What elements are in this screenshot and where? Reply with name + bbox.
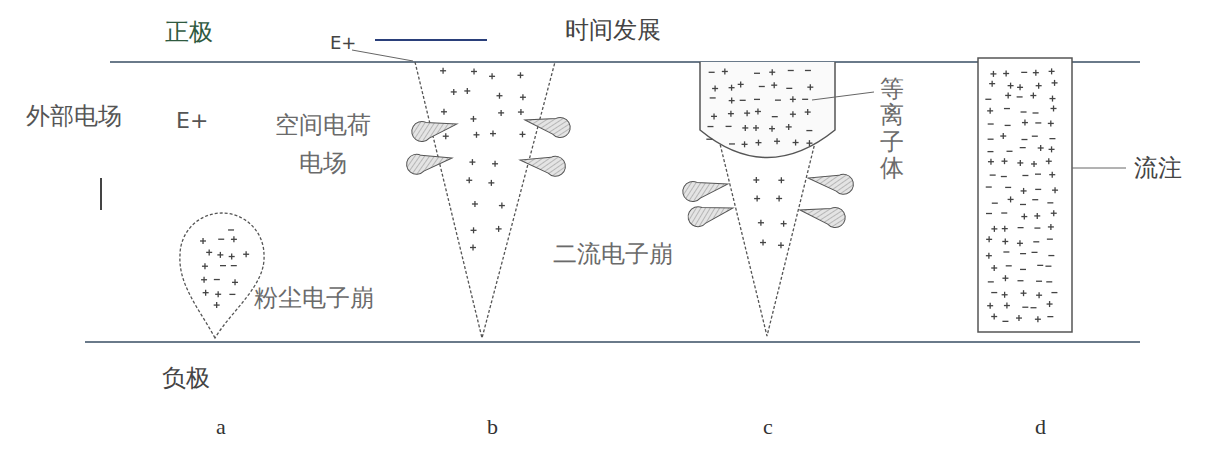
leader-line (1072, 168, 1126, 169)
secondary-avalanche (410, 114, 459, 143)
panel-letter: d (1035, 414, 1046, 440)
plasma-label: 等离子体 (880, 76, 904, 182)
leader-line (812, 92, 874, 100)
panel-letter: a (216, 414, 226, 440)
avalanche-cone (700, 62, 835, 336)
negative-electrode (85, 341, 1140, 343)
field-label: 外部电场 (26, 102, 122, 131)
secondary-avalanche (518, 150, 567, 178)
leader-line (352, 50, 413, 61)
avalanche-label: 粉尘电子崩 (254, 284, 374, 313)
panel-letter: c (763, 414, 773, 440)
plasma-region (700, 62, 835, 158)
charge-label: E+ (176, 108, 208, 134)
initial-avalanche (180, 213, 264, 338)
avalanche-cone (415, 62, 555, 338)
charge-label: E+ (330, 32, 356, 54)
axis-label: 时间发展 (565, 16, 661, 45)
electrode-label: 正极 (165, 18, 213, 47)
secondary-avalanche (523, 110, 572, 139)
streamer-label: 流注 (1134, 154, 1182, 183)
time-line (375, 39, 487, 41)
secondary-avalanche (681, 174, 730, 203)
field-label: 空间电荷 电场 (268, 106, 378, 183)
field-arrow (100, 178, 102, 210)
electrode-label: 负极 (162, 364, 210, 393)
charge-symbols (200, 68, 1058, 322)
secondary-avalanche (806, 168, 855, 196)
avalanche-label: 二流电子崩 (553, 240, 673, 269)
streamer-channel (978, 58, 1072, 332)
panel-letter: b (487, 414, 498, 440)
secondary-avalanche (405, 148, 454, 176)
secondary-avalanche (686, 198, 735, 229)
secondary-avalanche (798, 200, 847, 229)
